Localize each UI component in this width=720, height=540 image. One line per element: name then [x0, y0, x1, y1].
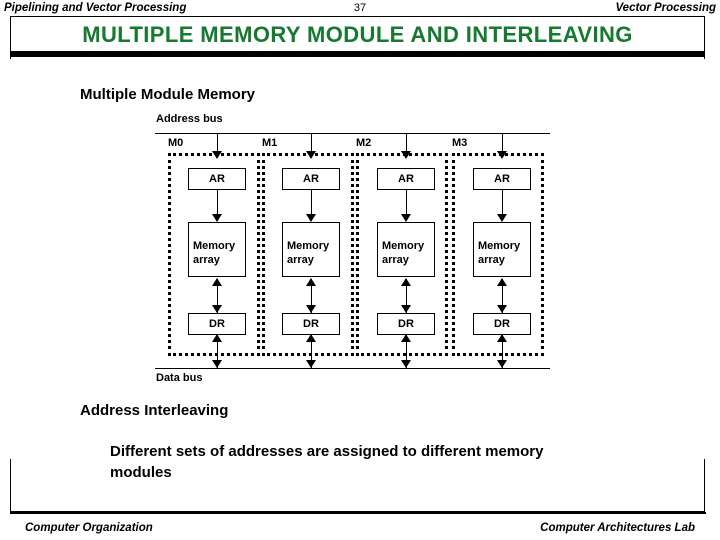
- footer-right-text: Computer Architectures Lab: [540, 522, 695, 534]
- register-dr-m3: DR: [473, 313, 531, 335]
- link-array-dr-m2: [406, 279, 407, 313]
- arrow-bus-to-ar-m0: [212, 151, 222, 159]
- memory-array-m1: Memory array: [282, 222, 340, 277]
- register-ar-m0: AR: [188, 168, 246, 190]
- register-dr-label-m0: DR: [209, 318, 225, 330]
- register-ar-m1: AR: [282, 168, 340, 190]
- arrow-bus-to-ar-m2: [401, 151, 411, 159]
- arrow-array-to-dr-m2: [401, 305, 411, 313]
- footer-box: [10, 459, 705, 512]
- arrow-array-to-dr-m3: [497, 305, 507, 313]
- section-heading-address-interleaving: Address Interleaving: [80, 402, 229, 419]
- bus-drop-m2: [406, 133, 407, 151]
- address-interleaving-body: Different sets of addresses are assigned…: [110, 443, 544, 481]
- memory-array-m0: Memory array: [188, 222, 246, 277]
- footer-rule: [10, 512, 706, 514]
- data-bus-label: Data bus: [156, 372, 203, 384]
- link-array-dr-m0: [217, 279, 218, 313]
- memory-array-label2-m2: array: [382, 254, 409, 266]
- link-ar-array-m2: [406, 190, 407, 216]
- arrow-array-up-m3: [497, 278, 507, 286]
- arrow-dr-to-databus-m1: [306, 360, 316, 368]
- register-dr-label-m3: DR: [494, 318, 510, 330]
- arrow-ar-to-array-m1: [306, 214, 316, 222]
- memory-array-label1-m1: Memory: [287, 240, 330, 252]
- title-box: [10, 16, 705, 51]
- register-dr-label-m2: DR: [398, 318, 414, 330]
- link-dr-databus-m1: [311, 335, 312, 368]
- arrow-bus-to-ar-m3: [497, 151, 507, 159]
- arrow-bus-to-ar-m1: [306, 151, 316, 159]
- link-ar-array-m1: [311, 190, 312, 216]
- arrow-dr-to-databus-m0: [212, 360, 222, 368]
- link-ar-array-m3: [502, 190, 503, 216]
- register-dr-m2: DR: [377, 313, 435, 335]
- arrow-ar-to-array-m0: [212, 214, 222, 222]
- section-heading-multiple-module-memory: Multiple Module Memory: [80, 86, 256, 103]
- register-ar-m2: AR: [377, 168, 435, 190]
- arrow-ar-to-array-m2: [401, 214, 411, 222]
- header-right-text: Vector Processing: [615, 2, 716, 14]
- arrow-array-up-m1: [306, 278, 316, 286]
- page-number: 37: [353, 2, 367, 14]
- arrow-ar-to-array-m3: [497, 214, 507, 222]
- register-ar-label-m3: AR: [494, 173, 510, 185]
- register-ar-label-m1: AR: [303, 173, 319, 185]
- module-label-m0: M0: [168, 137, 184, 149]
- module-label-m2: M2: [356, 137, 372, 149]
- bus-drop-m0: [217, 133, 218, 151]
- arrow-dr-to-databus-m2: [401, 360, 411, 368]
- footer-left-text: Computer Organization: [25, 522, 153, 534]
- page-title: MULTIPLE MEMORY MODULE AND INTERLEAVING: [82, 21, 633, 47]
- title-underline: [10, 51, 705, 57]
- memory-array-label1-m2: Memory: [382, 240, 425, 252]
- arrow-dr-up-m2: [401, 334, 411, 342]
- register-dr-m0: DR: [188, 313, 246, 335]
- module-label-m1: M1: [262, 137, 278, 149]
- link-dr-databus-m0: [217, 335, 218, 368]
- arrow-dr-up-m1: [306, 334, 316, 342]
- title-side-rails: [10, 57, 705, 59]
- memory-array-label2-m3: array: [478, 254, 505, 266]
- memory-array-label1-m3: Memory: [478, 240, 521, 252]
- link-dr-databus-m2: [406, 335, 407, 368]
- arrow-array-up-m0: [212, 278, 222, 286]
- arrow-dr-up-m0: [212, 334, 222, 342]
- register-ar-label-m2: AR: [398, 173, 414, 185]
- bus-drop-m1: [311, 133, 312, 151]
- address-bus-label: Address bus: [156, 113, 223, 125]
- memory-array-m2: Memory array: [377, 222, 435, 277]
- arrow-dr-up-m3: [497, 334, 507, 342]
- arrow-array-to-dr-m0: [212, 305, 222, 313]
- arrow-array-to-dr-m1: [306, 305, 316, 313]
- arrow-array-up-m2: [401, 278, 411, 286]
- arrow-dr-to-databus-m3: [497, 360, 507, 368]
- memory-array-m3: Memory array: [473, 222, 531, 277]
- register-dr-label-m1: DR: [303, 318, 319, 330]
- link-array-dr-m1: [311, 279, 312, 313]
- address-bus-line: [155, 133, 550, 134]
- header-left-text: Pipelining and Vector Processing: [4, 2, 187, 14]
- data-bus-line: [155, 368, 550, 369]
- link-dr-databus-m3: [502, 335, 503, 368]
- register-ar-label-m0: AR: [209, 173, 225, 185]
- register-ar-m3: AR: [473, 168, 531, 190]
- memory-array-label2-m0: array: [193, 254, 220, 266]
- bus-drop-m3: [502, 133, 503, 151]
- module-label-m3: M3: [452, 137, 468, 149]
- memory-array-label1-m0: Memory: [193, 240, 236, 252]
- link-ar-array-m0: [217, 190, 218, 216]
- memory-array-label2-m1: array: [287, 254, 314, 266]
- link-array-dr-m3: [502, 279, 503, 313]
- register-dr-m1: DR: [282, 313, 340, 335]
